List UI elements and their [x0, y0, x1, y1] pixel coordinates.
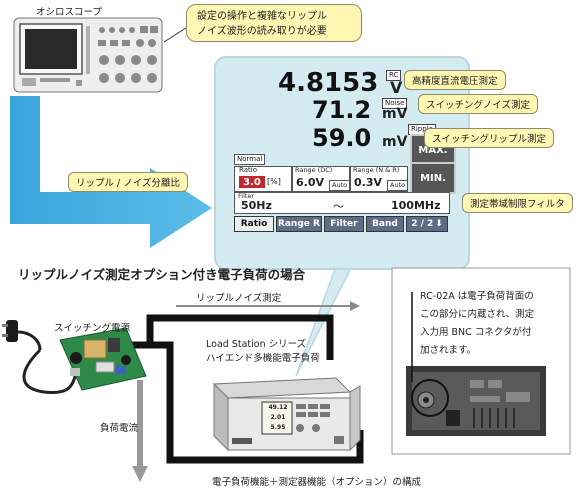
callout-ripple: スイッチングリップル測定: [424, 128, 555, 148]
tab-ratio[interactable]: Ratio: [234, 216, 275, 232]
ripple-noise-measure-label: リップルノイズ測定: [196, 293, 282, 304]
bottom-caption: 電子負荷機能＋測定器機能（オプション）の構成: [212, 477, 422, 488]
callout-separation: リップル / ノイズ分離比: [68, 172, 188, 192]
rear-note-line-4: 加されます。: [420, 345, 477, 356]
switching-psu-label: スイッチング電源: [54, 323, 131, 334]
rear-panel-note: RC-02A は電子負荷背面の この部分に内蔵され、測定 入力用 BNC コネク…: [420, 288, 534, 360]
ratio-group: Ratio 3.0 [%]: [234, 166, 292, 192]
oscilloscope-icon: [13, 17, 163, 93]
display-line-2: 2.01: [270, 414, 286, 421]
tab-band[interactable]: Band: [365, 216, 405, 232]
noise-unit: mV: [382, 106, 408, 122]
rear-note-line-2: この部分に内蔵され、測定: [420, 309, 535, 320]
dc-voltage-unit: V: [390, 78, 403, 97]
callout-filter: 測定帯域制限フィルタ: [462, 193, 573, 213]
ripple-noise-display: 4.8153 RC V 71.2 Noise mV 59.0 Ripple mV…: [214, 56, 470, 270]
ratio-label: Ratio: [239, 166, 257, 174]
rear-note-line-1: RC-02A は電子負荷背面の: [420, 291, 534, 302]
callout-oscilloscope-note: 設定の操作と複雑なリップル ノイズ波形の読み取りが必要: [186, 4, 362, 42]
noise-value: 71.2: [312, 96, 372, 124]
range-nr-auto: Auto: [387, 180, 409, 191]
range-dc-label: Range (DC): [295, 166, 333, 174]
load-station-line-2: ハイエンド多機能電子負荷: [206, 353, 320, 364]
load-station-label: Load Station シリーズ ハイエンド多機能電子負荷: [206, 338, 320, 366]
load-station-display: 49.12 2.01 5.95: [264, 403, 292, 433]
rc-tag: RC: [386, 70, 402, 81]
ratio-unit: [%]: [267, 177, 281, 186]
range-nr-group[interactable]: Range (N & R) 0.3V Auto: [350, 166, 409, 192]
switching-psu-icon: [59, 327, 147, 391]
load-station-line-1: Load Station シリーズ: [206, 339, 307, 350]
filter-low: 50Hz: [241, 199, 272, 212]
range-dc-value: 6.0V: [296, 176, 324, 189]
section-title: リップルノイズ測定オプション付き電子負荷の場合: [18, 267, 306, 282]
callout-noise: スイッチングノイズ測定: [418, 94, 539, 114]
dc-voltage-value: 4.8153: [278, 68, 379, 98]
rear-panel-photo: [406, 366, 546, 436]
filter-label: Filter: [238, 192, 255, 200]
mode-badge: Normal: [234, 154, 266, 165]
filter-high: 100MHz: [391, 199, 441, 212]
load-station-icon: [212, 377, 361, 452]
load-current-label: 負荷電流: [100, 423, 139, 434]
arrow-down-icon: ⬇: [435, 219, 443, 229]
tab-page-label: 2 / 2: [411, 219, 434, 229]
callout-line-1: 設定の操作と複雑なリップル: [197, 11, 327, 22]
filter-separator: ～: [333, 200, 344, 213]
callout-dc: 高精度直流電圧測定: [404, 70, 506, 90]
filter-group[interactable]: Filter 50Hz ～ 100MHz: [234, 192, 450, 214]
display-line-1: 49.12: [268, 404, 288, 411]
tab-range-r[interactable]: Range R: [276, 216, 322, 232]
ratio-value[interactable]: 3.0: [239, 176, 265, 188]
range-nr-label: Range (N & R): [353, 166, 400, 174]
ripple-value: 59.0: [312, 124, 372, 152]
tab-filter[interactable]: Filter: [323, 216, 364, 232]
function-tabs: Ratio Range R Filter Band 2 / 2 ⬇: [234, 216, 449, 232]
range-dc-group[interactable]: Range (DC) 6.0V Auto: [292, 166, 351, 192]
noise-tag: Noise: [382, 98, 408, 109]
display-line-3: 5.95: [270, 424, 286, 431]
range-dc-auto: Auto: [329, 180, 351, 191]
range-nr-value: 0.3V: [354, 176, 382, 189]
oscilloscope-label: オシロスコープ: [36, 7, 102, 18]
rear-note-line-3: 入力用 BNC コネクタが付: [420, 327, 532, 338]
callout-line-2: ノイズ波形の読み取りが必要: [197, 26, 327, 37]
ripple-unit: mV: [382, 134, 408, 150]
tab-page[interactable]: 2 / 2 ⬇: [406, 216, 449, 232]
